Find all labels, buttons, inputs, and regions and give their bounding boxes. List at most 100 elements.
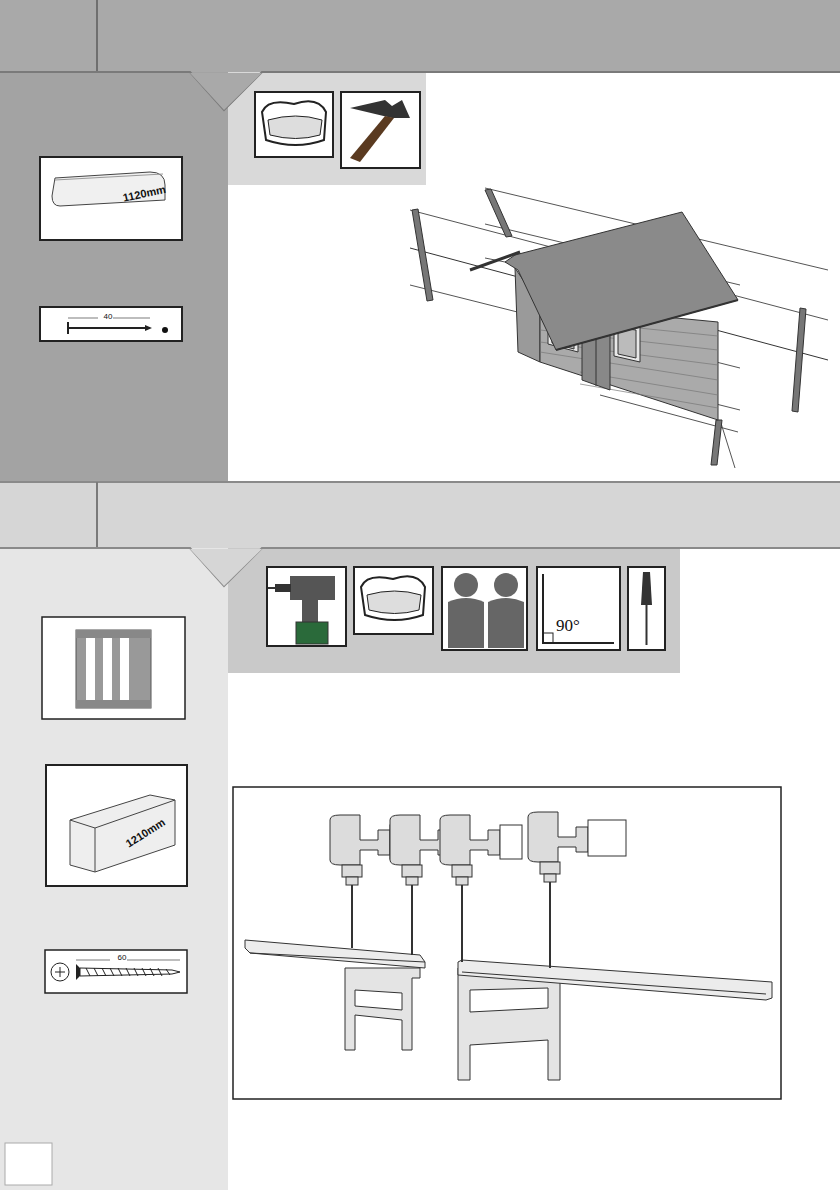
drawing-part — [402, 865, 422, 877]
part-boxes-two — [42, 617, 187, 993]
drawing-part — [268, 587, 276, 589]
drawing-part — [51, 963, 69, 981]
drawing-part — [145, 325, 152, 331]
drawing-part — [120, 638, 129, 700]
drawing-part — [346, 877, 358, 885]
drawing-part — [0, 548, 228, 1190]
drawing-part — [0, 482, 840, 548]
drawing-part — [296, 622, 328, 644]
section-one-panels — [0, 0, 840, 482]
drawing-part — [112, 318, 150, 319]
drawing-part — [268, 116, 322, 139]
drawing-part — [68, 318, 98, 319]
nail-length: 40 — [103, 313, 114, 321]
drawing-part — [456, 877, 468, 885]
drawing-part — [458, 960, 772, 1000]
drawing-part — [440, 815, 500, 865]
drawing-part — [412, 209, 433, 301]
drawing-part — [76, 630, 151, 708]
drawing-part — [86, 968, 170, 976]
drawing-part — [462, 972, 766, 994]
drawing-part — [792, 308, 806, 412]
drawing-part — [720, 420, 735, 468]
drawing-part — [76, 700, 151, 708]
page-number-box — [5, 1143, 52, 1185]
part-boxes-one — [40, 157, 182, 341]
drawing-part — [60, 967, 61, 977]
drawing-part — [80, 968, 180, 976]
drawing-part — [580, 384, 718, 408]
drawing-part — [537, 567, 620, 650]
drawing-part — [68, 327, 145, 329]
drawing-part — [361, 576, 425, 620]
drawing-part — [500, 825, 522, 859]
drawing-part — [245, 940, 425, 968]
drawing-part — [341, 92, 420, 168]
drawing-part — [367, 591, 421, 614]
drawing-part — [442, 567, 527, 650]
drawing-part — [350, 100, 410, 118]
drawing-part — [275, 584, 291, 592]
drawing-part — [458, 968, 560, 1080]
drawing-part — [70, 820, 95, 828]
drawing-part — [76, 964, 80, 980]
drawing-part — [45, 950, 187, 993]
drawing-part — [126, 960, 180, 961]
drawing-part — [543, 574, 614, 643]
drawing-part — [190, 549, 262, 586]
drawing-part — [40, 157, 182, 240]
drawing-part — [0, 0, 840, 72]
drawing-part — [233, 787, 781, 1099]
drawing-part — [528, 812, 588, 862]
drawing-part — [0, 72, 228, 482]
tool-icons-one — [255, 92, 420, 168]
drawing-part — [255, 92, 333, 157]
drawing-part — [76, 630, 151, 638]
drawing-part — [355, 990, 402, 1010]
drill-figures — [330, 812, 626, 885]
drawing-part — [528, 812, 626, 882]
drawing-part — [46, 765, 187, 886]
drawing-part — [350, 116, 394, 162]
drawing-part — [96, 482, 98, 548]
drawing-part — [40, 307, 182, 341]
drawing-part — [354, 567, 433, 634]
drawing-part — [250, 953, 425, 962]
drawing-part — [228, 548, 680, 673]
drawing-part — [67, 322, 69, 334]
drawing-part — [55, 174, 163, 180]
drawing-part — [228, 72, 426, 185]
drawing-part — [543, 633, 553, 643]
drawing-part — [505, 212, 738, 350]
drawing-part — [628, 567, 665, 650]
drawing-part — [103, 638, 112, 700]
drawing-part — [540, 862, 560, 874]
drawing-part — [711, 420, 722, 465]
drawing-part — [488, 598, 524, 648]
drawing-part — [470, 252, 520, 270]
drawing-part — [549, 872, 551, 968]
drawing-part — [641, 572, 652, 605]
section-two-panels — [0, 482, 840, 1190]
drawing-part — [0, 481, 840, 483]
drawing-part — [267, 567, 346, 646]
drawing-part — [342, 865, 362, 877]
drawing-part — [42, 617, 185, 719]
drawing-part — [485, 189, 512, 237]
drawing-part — [162, 327, 168, 333]
shed-illustration — [410, 188, 828, 468]
drawing-part — [330, 815, 390, 865]
drawing-part — [406, 877, 418, 885]
square-angle: 90° — [556, 617, 580, 634]
drawing-part — [470, 988, 548, 1012]
drawing-part — [345, 968, 420, 1050]
drawing-part — [646, 605, 648, 645]
drawing-part — [290, 576, 335, 622]
drawing-part — [70, 795, 175, 872]
drawing-part — [440, 815, 522, 885]
drawing-part — [190, 73, 262, 110]
drawing-part — [454, 573, 478, 597]
drawing-part — [452, 865, 472, 877]
drawing-part — [544, 874, 556, 882]
